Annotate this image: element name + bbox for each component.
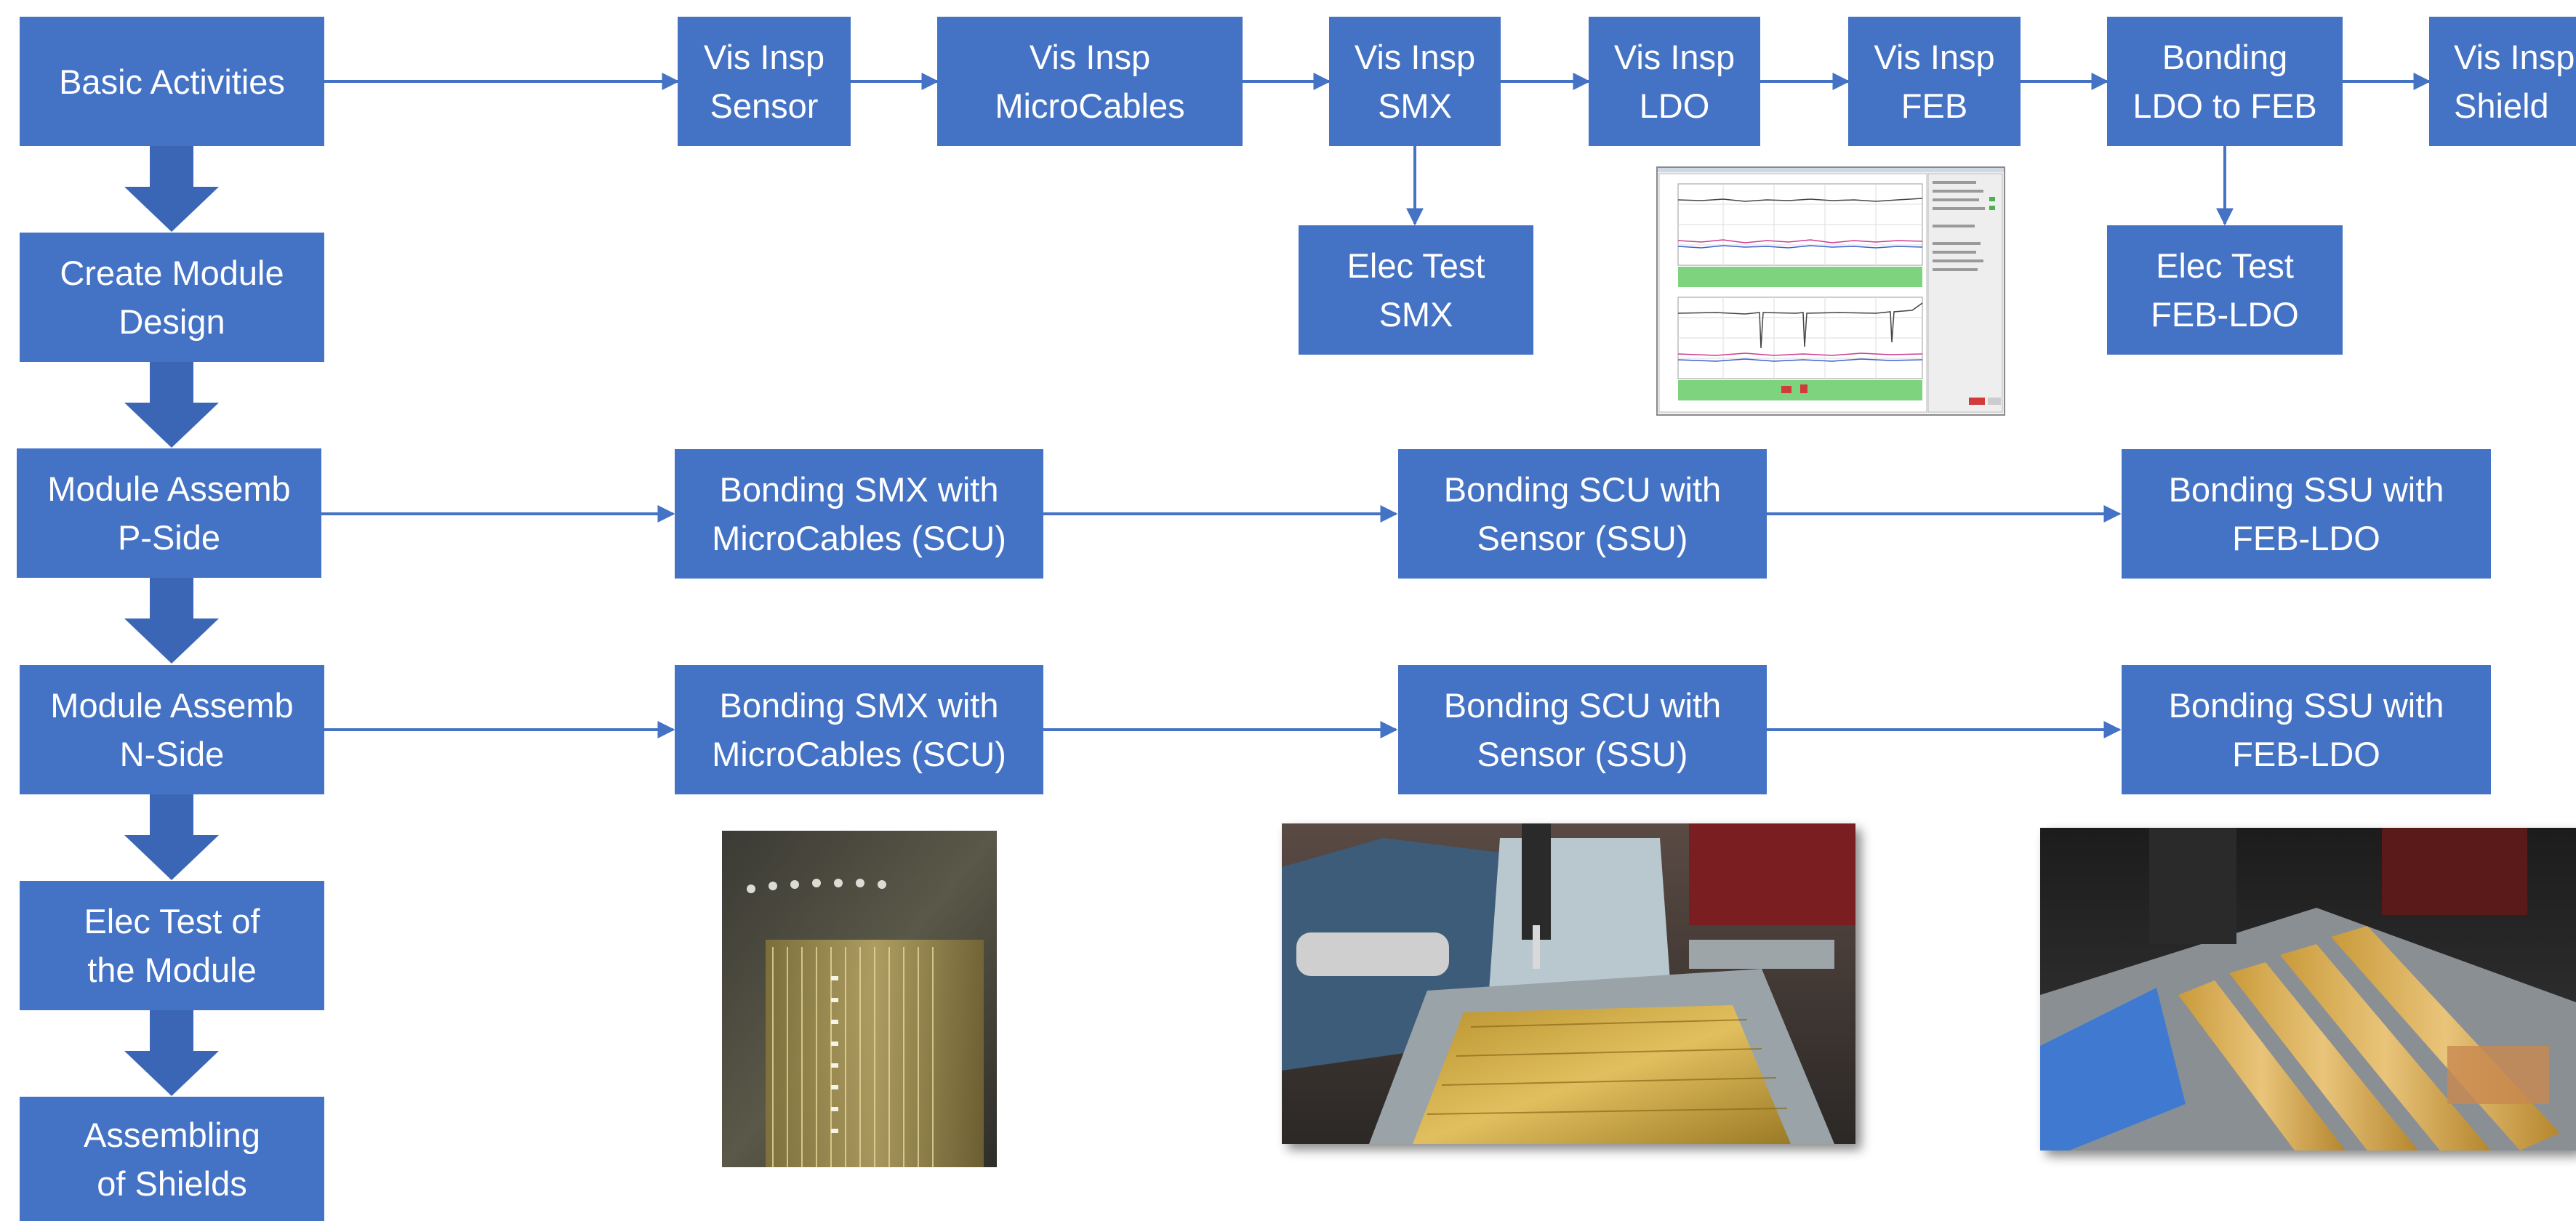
box-label-line-2: Sensor [710,86,819,125]
box-label-line-1: Elec Test [1347,246,1485,285]
vis-insp-ldo-box[interactable]: Vis Insp LDO [1589,17,1760,146]
box-label-line-1: Bonding [2162,38,2288,76]
box-label-line-2: MicroCables [995,86,1185,125]
microcables-closeup-photo [722,831,997,1167]
p-bonding-smx-box[interactable]: Bonding SMX with MicroCables (SCU) [675,449,1043,579]
elec-test-smx-box[interactable]: Elec Test SMX [1299,225,1533,355]
vis-insp-smx-box[interactable]: Vis Insp SMX [1329,17,1501,146]
create-module-design-box[interactable]: Create Module Design [20,233,324,362]
box-label-line-1: Vis Insp [1029,38,1151,76]
elec-test-module-box[interactable]: Elec Test of the Module [20,881,324,1010]
box-label-line-2: of Shields [97,1164,247,1203]
wire-bonding-machine-photo [1282,823,1855,1144]
box-label-line-1: Create Module [60,254,284,292]
box-label-line-1: Vis Insp [1613,38,1736,76]
box-label-line-1: Bonding SCU with [1443,686,1722,725]
basic-activities-box[interactable]: Basic Activities [20,17,324,146]
box-label-line-2: SMX [1379,295,1453,334]
basic-activities-label: Basic Activities [59,62,285,101]
down-arrow-5 [124,1010,219,1096]
box-label-line-1: Bonding SCU with [1443,470,1722,509]
box-label-line-1: Elec Test of [84,902,260,940]
n-bonding-scu-box[interactable]: Bonding SCU with Sensor (SSU) [1398,665,1767,794]
p-bonding-scu-box[interactable]: Bonding SCU with Sensor (SSU) [1398,449,1767,579]
test-screenshot-graphic [1658,168,2004,413]
box-label-line-1: Bonding SMX with [719,470,999,509]
box-label-line-2: LDO [1639,86,1710,125]
box-label-line-2: the Module [87,951,257,989]
down-arrow-4 [124,794,219,880]
box-label-line-1: Bonding SMX with [719,686,999,725]
box-label-line-1: Elec Test [2156,246,2294,285]
down-arrow-1 [124,146,219,232]
n-bonding-ssu-box[interactable]: Bonding SSU with FEB-LDO [2122,665,2491,794]
vis-insp-sensor-box[interactable]: Vis Insp Sensor [678,17,851,146]
box-label-line-1: Vis Insp [1874,38,1995,76]
p-bonding-ssu-box[interactable]: Bonding SSU with FEB-LDO [2122,449,2491,579]
microcables-photo-graphic [722,831,997,1167]
n-bonding-smx-box[interactable]: Bonding SMX with MicroCables (SCU) [675,665,1043,794]
elec-test-screenshot-image [1656,166,2005,416]
box-label-line-2: N-Side [119,735,225,773]
box-label-line-2: Shield [2454,86,2549,125]
vis-insp-microcables-box[interactable]: Vis Insp MicroCables [937,17,1243,146]
bonding-machine-photo-graphic [1282,823,1855,1144]
down-arrow-2 [124,362,219,448]
box-label-line-2: SMX [1378,86,1452,125]
ssu-feb-ldo-bonding-photo [2040,828,2576,1151]
module-assemb-n-side-box[interactable]: Module Assemb N-Side [20,665,324,794]
box-label-line-2: FEB [1901,86,1968,125]
box-label-line-2: P-Side [117,518,221,557]
box-label-line-2: Design [119,302,225,341]
down-arrow-3 [124,578,219,664]
assembling-shields-box[interactable]: Assembling of Shields [20,1097,324,1221]
ssu-photo-graphic [2040,828,2576,1151]
box-label-line-1: Module Assemb [47,470,291,508]
box-label-line-2: Sensor (SSU) [1477,519,1688,557]
box-label-line-1: Module Assemb [50,686,294,725]
box-label-line-2: FEB-LDO [2151,295,2299,334]
box-label-line-2: Sensor (SSU) [1477,735,1688,773]
box-label-line-1: Vis Insp [1354,38,1476,76]
bonding-ldo-to-feb-box[interactable]: Bonding LDO to FEB [2107,17,2343,146]
box-label-line-2: MicroCables (SCU) [712,735,1006,773]
box-label-line-2: FEB-LDO [2232,519,2380,557]
module-assemb-p-side-box[interactable]: Module Assemb P-Side [17,448,321,578]
box-label-line-1: Vis Insp [703,38,825,76]
box-label-line-1: Vis Insp [2454,38,2575,76]
elec-test-feb-ldo-box[interactable]: Elec Test FEB-LDO [2107,225,2343,355]
box-label-line-2: MicroCables (SCU) [712,519,1006,557]
vis-insp-feb-box[interactable]: Vis Insp FEB [1848,17,2021,146]
box-label-line-1: Bonding SSU with [2168,686,2444,725]
box-label-line-1: Bonding SSU with [2168,470,2444,509]
box-label-line-1: Assembling [84,1115,260,1154]
box-label-line-2: LDO to FEB [2132,86,2317,125]
box-label-line-2: FEB-LDO [2232,735,2380,773]
vis-insp-shield-box[interactable]: Vis Insp Shield [2429,17,2576,146]
